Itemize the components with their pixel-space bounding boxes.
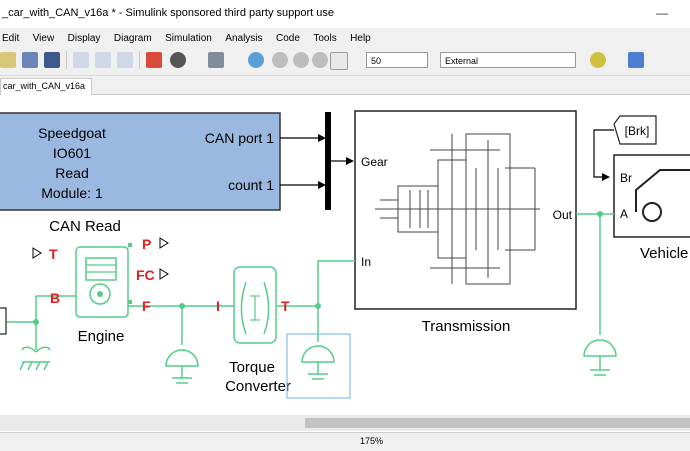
- can-port1-label: CAN port 1: [205, 130, 274, 146]
- can-read-block[interactable]: Speedgoat IO601 Read Module: 1 CAN port …: [0, 112, 281, 211]
- engine-port-arrows: [32, 237, 169, 280]
- tab-model[interactable]: car_with_CAN_v16a: [0, 78, 93, 95]
- engine-block[interactable]: [75, 246, 129, 318]
- gearbox-icon: [375, 133, 540, 285]
- brk-tag-label: [Brk]: [625, 124, 650, 138]
- simulation-mode-select[interactable]: External: [440, 52, 576, 68]
- torque-converter-block[interactable]: [233, 266, 277, 344]
- engine-port-labels: T B P FC F: [49, 236, 155, 314]
- menu-tools[interactable]: Tools: [313, 33, 337, 44]
- menu-edit[interactable]: Edit: [2, 33, 20, 44]
- model-canvas[interactable]: Speedgoat IO601 Read Module: 1 CAN port …: [0, 95, 690, 432]
- transmission-in-port: In: [361, 255, 371, 269]
- toolbar-separator: [139, 51, 140, 69]
- check-icon[interactable]: [590, 52, 606, 68]
- selection-highlight: [286, 333, 351, 399]
- wheel-icon: [642, 202, 662, 222]
- transmission-gear-port: Gear: [361, 155, 388, 169]
- step-icon[interactable]: [293, 52, 309, 68]
- build-icon[interactable]: [628, 52, 644, 68]
- mux-to-gear-line: [331, 157, 354, 165]
- can-port2-label: count 1: [228, 177, 274, 193]
- vehicle-a-port: A: [620, 207, 628, 221]
- inertia-sensor-3[interactable]: [583, 339, 617, 376]
- forward-icon[interactable]: [95, 52, 111, 68]
- engine-port-t: T: [49, 246, 58, 262]
- can-read-caption: CAN Read: [49, 218, 121, 235]
- menu-help[interactable]: Help: [350, 33, 371, 44]
- back-icon[interactable]: [73, 52, 89, 68]
- can-block-line1: Speedgoat: [38, 125, 106, 141]
- torque-converter-caption-1: Torque: [229, 359, 275, 376]
- torque-converter-port-labels: I T: [216, 298, 290, 314]
- window-title: _car_with_CAN_v16a * - Simulink sponsore…: [2, 7, 334, 19]
- menu-bar: Edit View Display Diagram Simulation Ana…: [0, 28, 690, 45]
- engine-port-fc: FC: [136, 267, 155, 283]
- zoom-level: 175%: [360, 436, 384, 446]
- inertia-sensor-2[interactable]: [301, 345, 335, 380]
- mux-block[interactable]: [325, 112, 331, 210]
- menu-analysis[interactable]: Analysis: [225, 33, 263, 44]
- brk-goto-tag[interactable]: [Brk]: [613, 115, 657, 145]
- transmission-block[interactable]: Gear In Out: [354, 110, 577, 310]
- menu-diagram[interactable]: Diagram: [113, 33, 152, 44]
- vehicle-br-port: Br: [620, 171, 632, 185]
- torque-converter-caption-2: Converter: [225, 378, 291, 395]
- can-block-line3: Read: [55, 165, 88, 181]
- menu-view[interactable]: View: [32, 33, 55, 44]
- library-browser-icon[interactable]: [146, 52, 162, 68]
- brk-signal-line: [593, 129, 614, 181]
- status-bar: 175%: [0, 432, 690, 451]
- toolbar: 50 External: [0, 45, 690, 76]
- up-icon[interactable]: [117, 52, 133, 68]
- title-bar: _car_with_CAN_v16a * - Simulink sponsore…: [0, 0, 690, 29]
- print-icon[interactable]: [44, 52, 60, 68]
- model-explorer-icon[interactable]: [208, 52, 224, 68]
- menu-display[interactable]: Display: [67, 33, 101, 44]
- tc-port-t: T: [281, 298, 290, 314]
- engine-port-f: F: [142, 298, 151, 314]
- left-partial-block[interactable]: [0, 307, 7, 335]
- engine-crank-icon: [89, 283, 111, 305]
- menu-code[interactable]: Code: [276, 33, 300, 44]
- engine-port-p: P: [142, 236, 151, 252]
- model-settings-icon[interactable]: [170, 52, 186, 68]
- open-icon[interactable]: [0, 52, 16, 68]
- diagram-svg: Speedgoat IO601 Read Module: 1 CAN port …: [0, 110, 690, 399]
- can-block-line4: Module: 1: [41, 185, 103, 201]
- model-tab-bar: car_with_CAN_v16a: [0, 76, 690, 95]
- vehicle-block[interactable]: Br A: [613, 154, 690, 238]
- transmission-caption: Transmission: [422, 318, 511, 335]
- scrollbar-thumb[interactable]: [305, 418, 690, 428]
- stop-time-field[interactable]: 50: [366, 52, 428, 68]
- connect-icon[interactable]: [248, 52, 264, 68]
- stop-icon[interactable]: [312, 52, 328, 68]
- toolbar-separator: [66, 51, 67, 69]
- engine-right-ports: [128, 243, 132, 304]
- engine-caption: Engine: [78, 328, 125, 345]
- connection-dots: [33, 211, 603, 325]
- transmission-out-port: Out: [553, 208, 573, 222]
- engine-port-b: B: [50, 290, 60, 306]
- can-block-line2: IO601: [53, 145, 91, 161]
- menu-simulation[interactable]: Simulation: [165, 33, 212, 44]
- horizontal-scrollbar[interactable]: [0, 415, 690, 431]
- can-signal-lines: [280, 134, 326, 189]
- save-icon[interactable]: [22, 52, 38, 68]
- ground-reference-icon[interactable]: [19, 346, 51, 371]
- scope-icon[interactable]: [330, 52, 348, 70]
- minimize-button[interactable]: —: [656, 6, 668, 20]
- vehicle-caption: Vehicle: [640, 245, 688, 262]
- run-icon[interactable]: [272, 52, 288, 68]
- tc-port-i: I: [216, 298, 220, 314]
- inertia-sensor-1[interactable]: [165, 349, 199, 384]
